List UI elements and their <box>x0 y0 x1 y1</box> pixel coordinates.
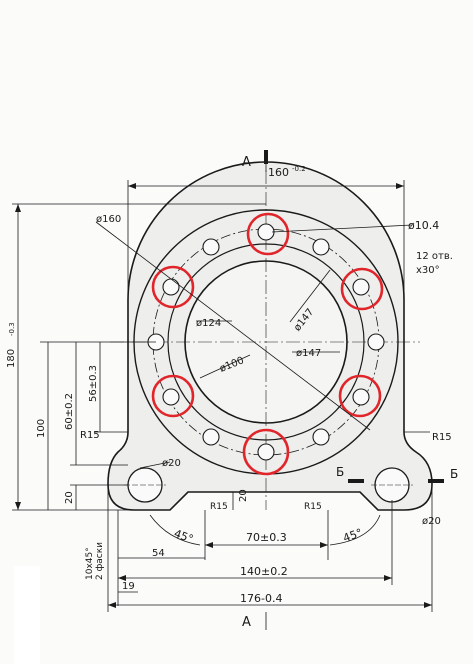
bolt-hole <box>162 278 180 296</box>
top-dim-tol: -0.2 <box>292 165 306 173</box>
height-label: 180 <box>6 349 17 368</box>
dim-20-label: 20 <box>64 491 75 504</box>
section-label-bottom: A <box>242 615 251 630</box>
leader-lines <box>95 221 413 469</box>
r15-bottom-left-label: R15 <box>210 502 228 512</box>
bolt-holes <box>147 223 385 461</box>
bolt-circle-label-2: ø147 <box>296 348 321 359</box>
highlight-circle <box>151 374 195 418</box>
bolt-hole <box>367 333 385 351</box>
dim-60-label: 60±0.2 <box>64 393 75 430</box>
chamfer-label-2: 2 фаски <box>95 542 105 580</box>
height-tol: -0.3 <box>8 322 16 336</box>
dim-176-label: 176-0.4 <box>240 592 282 605</box>
highlight-circle <box>340 267 384 311</box>
dim-54-label: 54 <box>152 548 165 559</box>
highlight-circle <box>246 212 290 256</box>
r15-right-label: R15 <box>432 432 452 443</box>
highlight-circle <box>242 428 290 476</box>
dim-56-label: 56±0.3 <box>88 365 99 402</box>
outer-dia-label: ø160 <box>96 214 121 225</box>
bolt-hole <box>352 278 370 296</box>
dim-100-label: 100 <box>36 419 47 438</box>
mount-hole-right-label: ø20 <box>422 516 441 527</box>
section-b-label-2: Б <box>450 467 458 481</box>
inner-dia-label: ø124 <box>196 318 221 329</box>
bolt-hole <box>352 388 370 406</box>
hole-angle-label: x30° <box>416 265 440 276</box>
mount-hole-left-label: ø20 <box>162 458 181 469</box>
top-dim-label: 160 <box>268 166 289 179</box>
section-b-marker-right <box>428 479 444 483</box>
section-b-marker-left <box>348 479 364 483</box>
angle-right-label: 45° <box>341 526 364 545</box>
bolt-hole <box>257 443 275 461</box>
bolt-hole <box>257 223 275 241</box>
dim-20-vertical-label: 20 <box>238 489 249 502</box>
highlight-circle <box>338 374 382 418</box>
hole-count-label: 12 отв. <box>416 251 453 262</box>
r15-bottom-right-label: R15 <box>304 502 322 512</box>
bolt-hole <box>162 388 180 406</box>
blank-area <box>14 566 40 664</box>
dim-19-label: 19 <box>122 581 135 592</box>
bolt-hole <box>202 428 220 446</box>
chamfer-label: 10x45° <box>85 547 95 580</box>
section-b-label: Б <box>336 465 344 479</box>
bolt-hole <box>312 238 330 256</box>
dim-140-label: 140±0.2 <box>240 565 288 578</box>
r15-left-label: R15 <box>80 430 100 441</box>
highlight-circle <box>151 265 195 309</box>
dimension-lines <box>12 155 433 630</box>
bolt-hole <box>312 428 330 446</box>
angle-left-label: 45° <box>172 527 195 546</box>
dim-70-label: 70±0.3 <box>246 531 287 544</box>
highlight-circles <box>151 212 384 476</box>
section-label-top: A <box>242 155 251 170</box>
section-a-marker-top <box>264 150 268 164</box>
arrowheads <box>15 183 432 608</box>
hole-dia-label: ø10.4 <box>408 219 439 232</box>
bolt-hole <box>202 238 220 256</box>
